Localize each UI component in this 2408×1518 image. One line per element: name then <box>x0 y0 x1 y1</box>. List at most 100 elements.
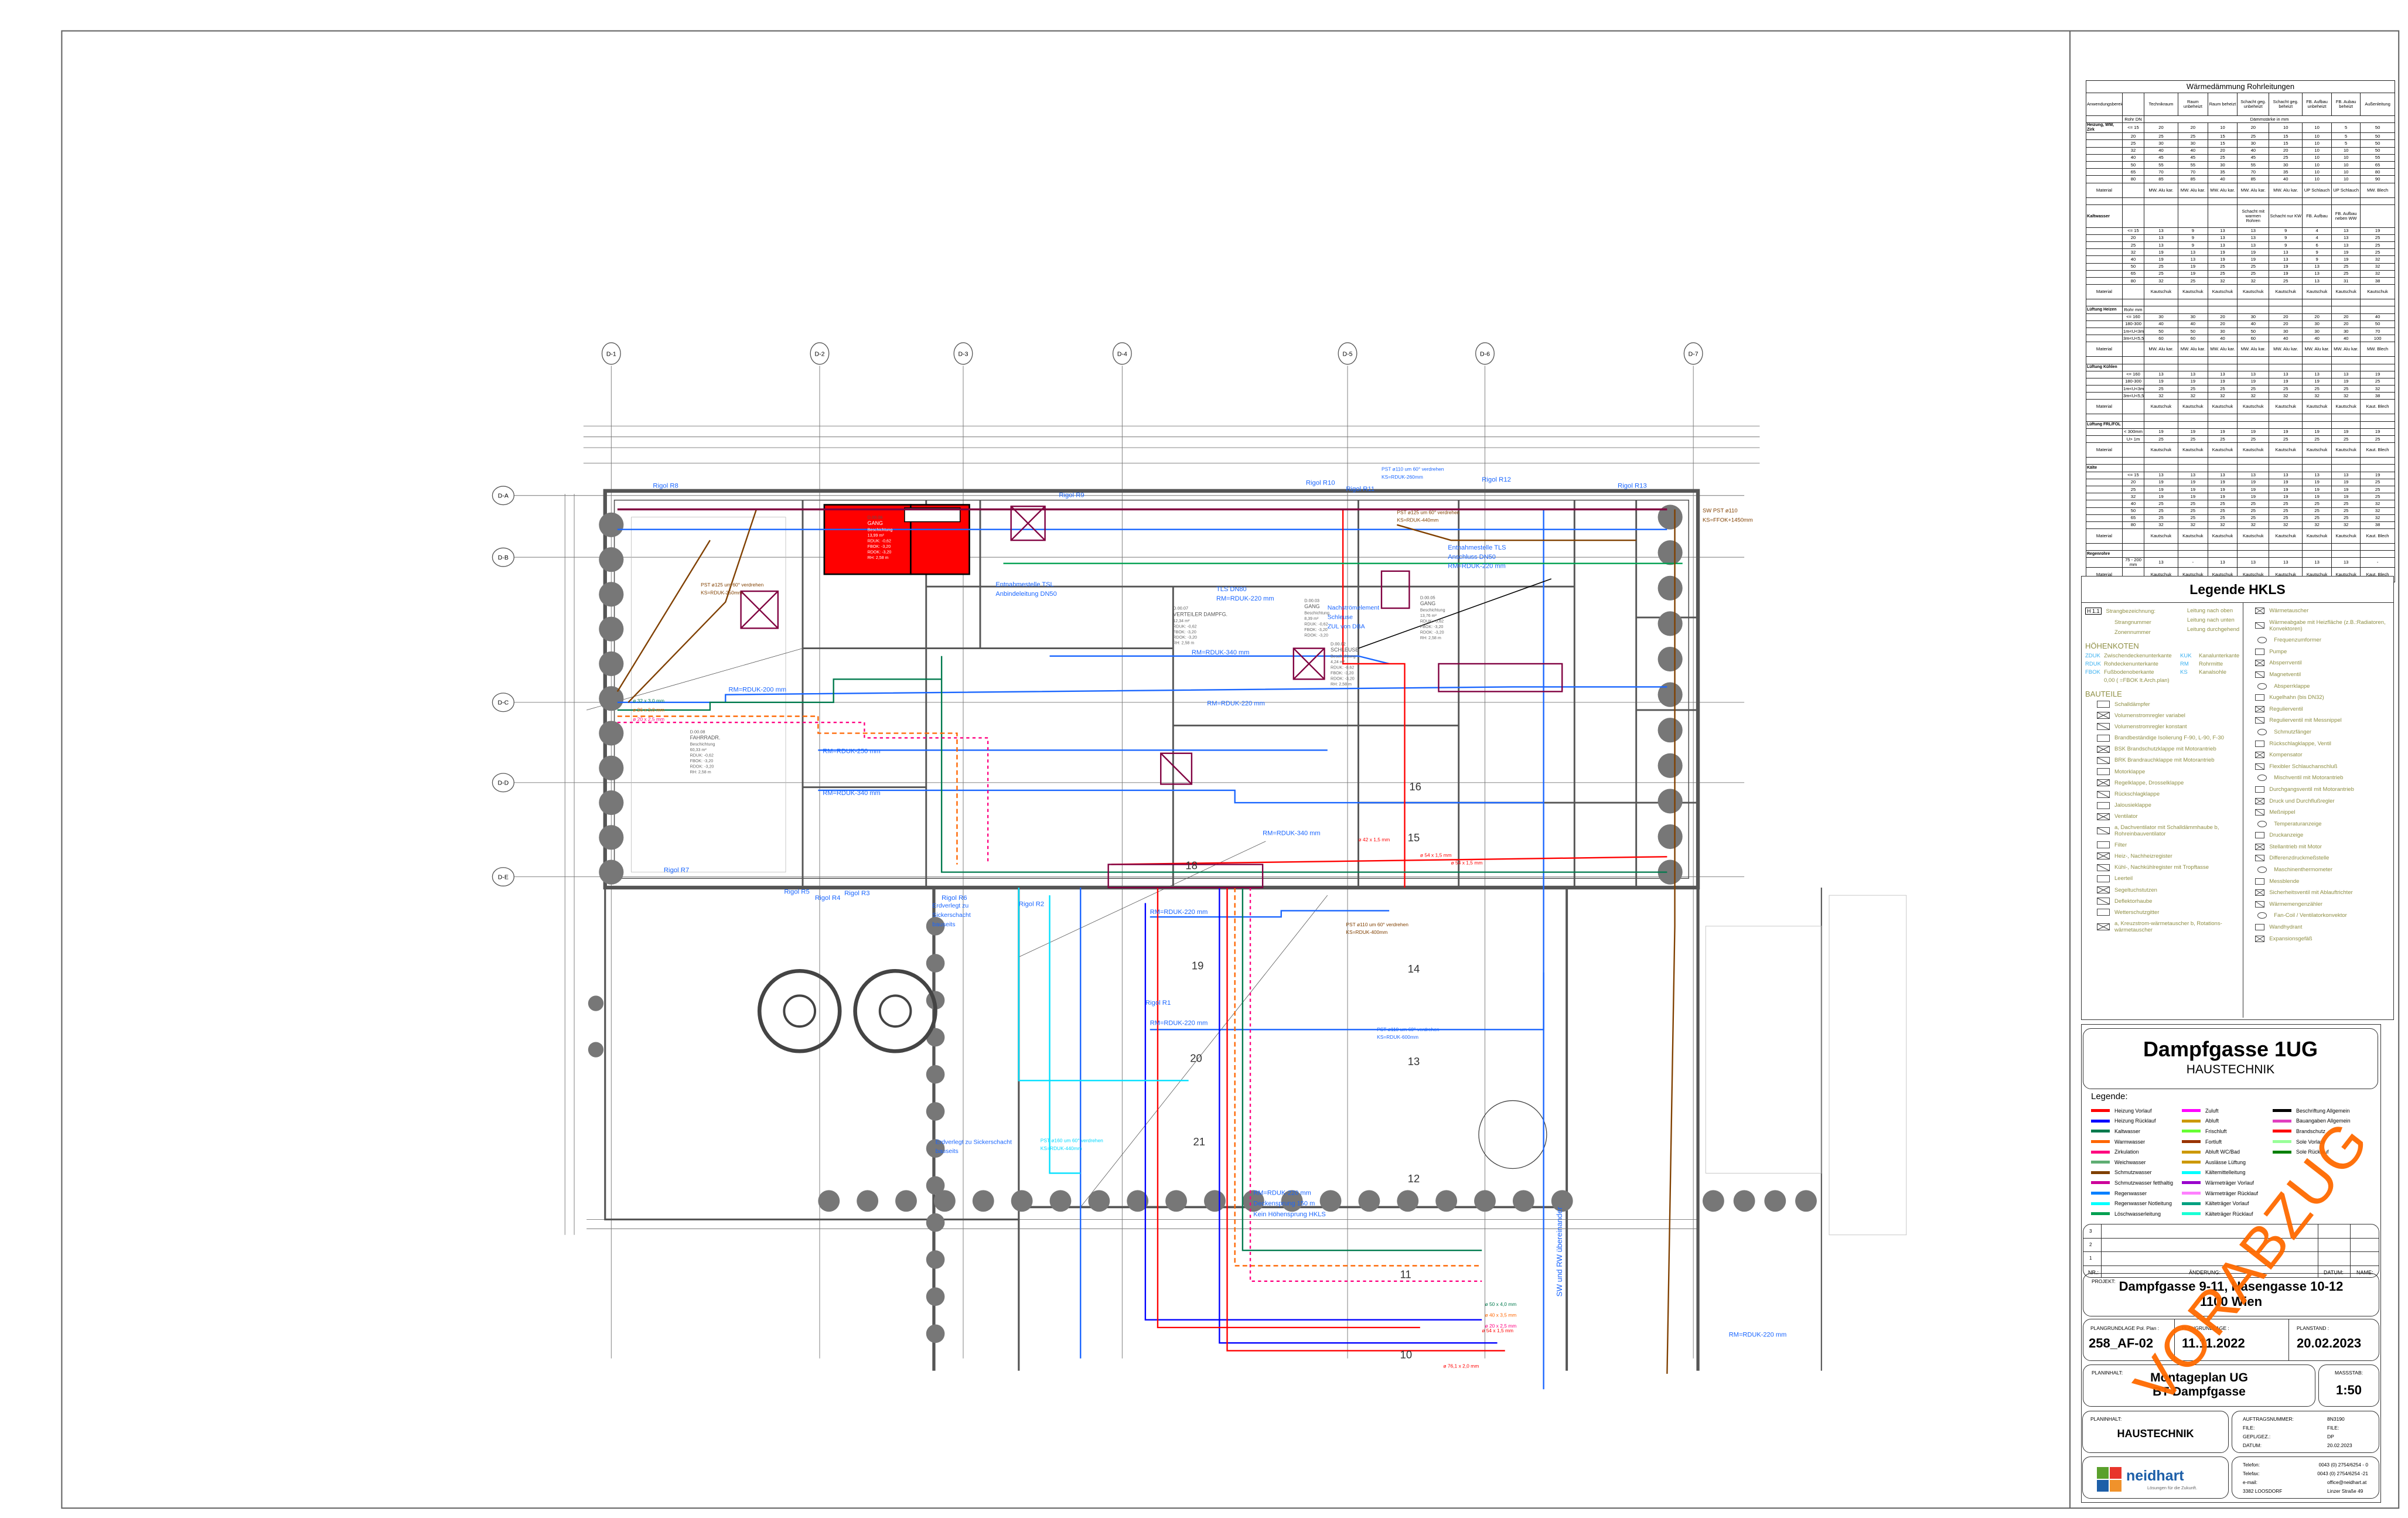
color-legend-item: Abluft <box>2182 1116 2273 1127</box>
value-cell: 25 <box>2360 241 2395 250</box>
dn-cell: 40 <box>2122 153 2145 162</box>
value-cell: 25 <box>2331 270 2361 278</box>
projekt-line-2: 1100 Wien <box>2199 1294 2263 1309</box>
hoehenkote-text: Fußbodenoberkante <box>2104 669 2154 676</box>
value-cell: 19 <box>2360 428 2395 436</box>
armatur-symbol-icon <box>2257 728 2267 735</box>
rigol-label: Rigol R9 <box>1059 492 1084 499</box>
color-legend-label: Wärmeträger Rücklauf <box>2205 1190 2259 1196</box>
value-cell: 19 <box>2177 377 2208 386</box>
room-name: GANG <box>1304 603 1319 609</box>
material-cell: MW. Alu kar. <box>2237 182 2270 198</box>
hoehenkote-text: Kanalunterkante <box>2199 653 2240 659</box>
hoehenkote-abbr: ZDUK <box>2085 653 2100 659</box>
dn-cell: 1m<U<3m <box>2122 327 2145 336</box>
color-legend-title: Legende: <box>2091 1091 2128 1101</box>
value-cell: 4 <box>2302 227 2332 235</box>
equipment-symbols <box>740 506 1563 889</box>
room-id: D.00.06 <box>868 514 883 520</box>
value-cell: 45 <box>2144 153 2178 162</box>
column <box>1657 789 1683 814</box>
value-cell: 32 <box>2360 270 2395 278</box>
armatur-symbol-icon <box>2255 752 2265 759</box>
value-cell: 25 <box>2144 507 2178 515</box>
color-legend-item: Zuluft <box>2182 1106 2273 1116</box>
value-cell: 9 <box>2269 227 2303 235</box>
column <box>1011 1190 1033 1212</box>
value-cell: 25 <box>2207 507 2238 515</box>
armatur-symbol-icon <box>2257 775 2267 782</box>
value-cell: 19 <box>2207 377 2238 386</box>
column <box>1657 504 1683 530</box>
bauteil-item: BRK Brandrauchklappe mit Motorantrieb <box>2097 756 2239 764</box>
value-cell: 19 <box>2144 493 2178 501</box>
value-cell: 38 <box>2360 277 2395 285</box>
drawing-label: Sickerschacht <box>932 912 971 919</box>
bauteil-symbol-icon <box>2097 701 2110 708</box>
planinhalt2-value: HAUSTECHNIK <box>2117 1428 2194 1439</box>
column <box>588 995 604 1011</box>
value-cell: 25 <box>2144 385 2178 393</box>
column-header <box>2122 93 2145 116</box>
bauteil-label: Ventilator <box>2114 813 2138 820</box>
line-color-swatch <box>2091 1150 2110 1154</box>
duct-height-label: RM=RDUK-220 mm <box>1150 909 1208 916</box>
armatur-symbol-icon <box>2255 832 2265 839</box>
column <box>1551 1190 1573 1212</box>
value-cell: 35 <box>2207 168 2238 176</box>
value-cell: 32 <box>2331 392 2361 400</box>
room-data: RDUK: -0,62 <box>868 538 891 543</box>
value-cell: 25 <box>2302 385 2332 393</box>
value-cell: 19 <box>2269 270 2303 278</box>
section-subheader <box>2144 204 2178 228</box>
value-cell: 25 <box>2360 485 2395 494</box>
column-header: Außenleitung <box>2360 93 2395 116</box>
armatur-label: Wärmemengenzähler <box>2269 900 2323 908</box>
color-legend-item: Kaltwasser <box>2091 1126 2182 1137</box>
color-legend-item: Sole Vorlauf <box>2273 1137 2355 1147</box>
axis-bubble <box>601 342 621 365</box>
room-number: 20 <box>1190 1052 1202 1065</box>
value-cell: 13 <box>2331 557 2361 568</box>
axis-bubble <box>492 773 514 793</box>
dn-cell: 65 <box>2122 514 2145 522</box>
material-cell: Kautschuk <box>2237 528 2270 544</box>
armatur-item: Mischventil mit Motorantrieb <box>2255 775 2390 782</box>
armatur-symbol-icon <box>2255 740 2265 747</box>
color-legend-item: Heizung Rücklauf <box>2091 1116 2182 1127</box>
room-data: RDOK: -3,20 <box>1420 630 1444 635</box>
material-cell: Kautschuk <box>2302 528 2332 544</box>
axis-bubble <box>492 867 514 886</box>
value-cell: 19 <box>2360 370 2395 378</box>
color-legend-label: Warmwasser <box>2114 1138 2146 1145</box>
column <box>1657 859 1683 885</box>
room-data: RH: 2,58 m <box>690 770 711 775</box>
value-cell: 13 <box>2177 255 2208 264</box>
value-cell: 19 <box>2237 255 2270 264</box>
value-cell: 30 <box>2207 161 2238 169</box>
value-cell: 25 <box>2269 385 2303 393</box>
room-id: D.00.02 <box>1331 641 1346 646</box>
value-cell: 20 <box>2207 313 2238 321</box>
sickerschacht-circles <box>757 968 1547 1169</box>
color-legend-item: Heizung Vorlauf <box>2091 1106 2182 1116</box>
armatur-label: Fan-Coil / Ventilatorkonvektor <box>2274 912 2347 919</box>
room-data: RDUK: -0,62 <box>1173 624 1196 629</box>
column <box>818 1190 840 1212</box>
line-color-swatch <box>2091 1171 2110 1174</box>
axis-label: D-D <box>498 780 509 787</box>
color-legend-label: Kältemittelleitung <box>2205 1169 2246 1176</box>
color-legend-label: Bauangaben Allgemein <box>2296 1118 2351 1124</box>
column <box>599 825 624 850</box>
value-cell: 32 <box>2207 277 2238 285</box>
value-cell: 30 <box>2269 327 2303 336</box>
value-cell: 19 <box>2331 255 2361 264</box>
column <box>1657 824 1683 850</box>
drawing-label: SW PST ø110 <box>1703 508 1738 514</box>
room-data: FBOK: -3,20 <box>1420 625 1444 629</box>
material-cell: Kautschuk <box>2144 284 2178 300</box>
vertical-note: SW und RW übereinander <box>1555 1206 1564 1297</box>
